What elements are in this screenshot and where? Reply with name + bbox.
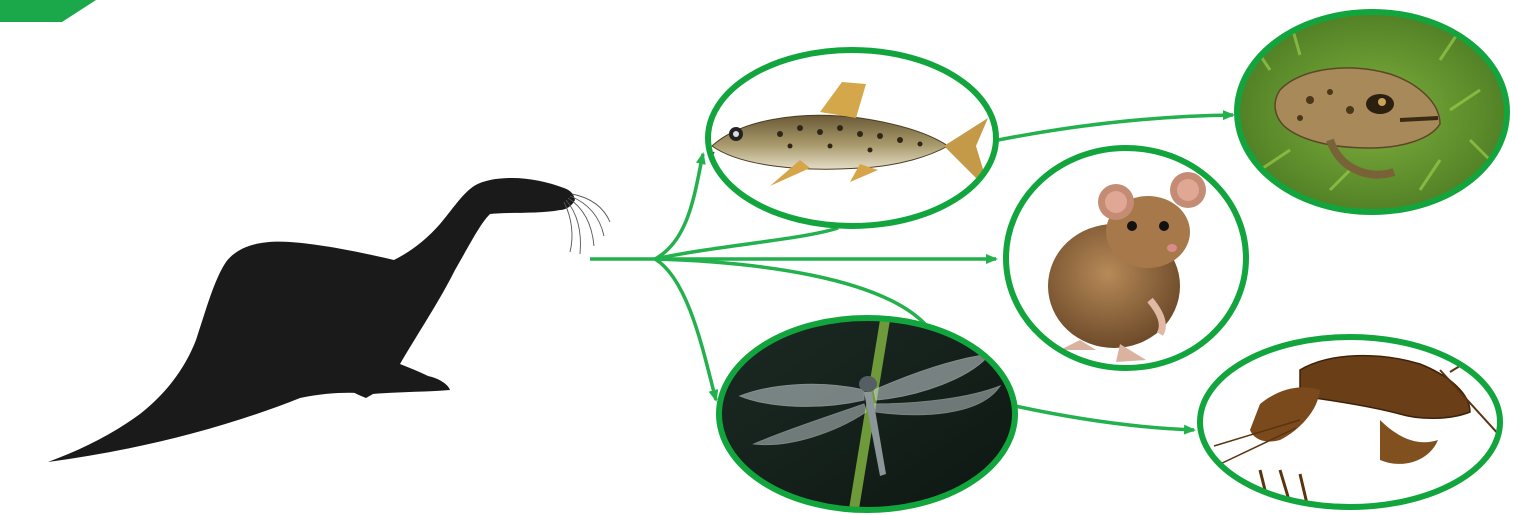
otter-silhouette <box>48 178 575 462</box>
arrow-fish-to-frog <box>998 115 1233 140</box>
corner-accent <box>0 0 96 22</box>
arrow-to-dragonfly <box>655 259 716 400</box>
prey-crayfish <box>1195 332 1510 516</box>
arrow-dragonfly-loop <box>655 259 925 324</box>
arrow-to-fish <box>655 154 703 259</box>
arrow-dragonfly-to-crayfish <box>1015 406 1194 430</box>
prey-dragonfly <box>715 315 1020 515</box>
prey-mouse <box>1000 145 1255 375</box>
prey-fish <box>700 45 1010 235</box>
prey-frog <box>1230 8 1513 218</box>
